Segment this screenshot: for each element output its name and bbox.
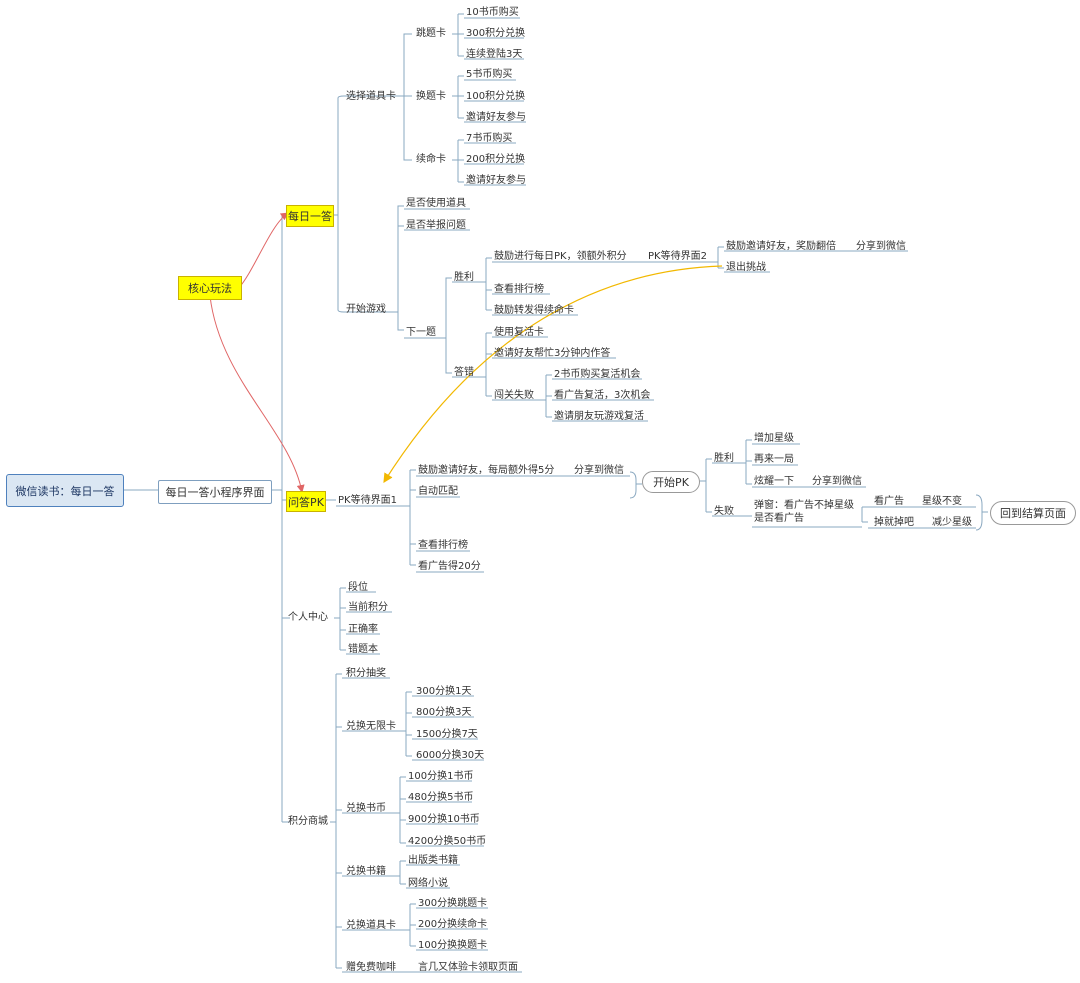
skip-item[interactable]: 10书币购买 <box>466 7 519 18</box>
friend-help-node[interactable]: 邀请好友帮忙3分钟内作答 <box>494 348 611 359</box>
swap-item[interactable]: 5书币购买 <box>466 69 513 80</box>
personal-item[interactable]: 段位 <box>348 582 368 593</box>
revive-card-node[interactable]: 使用复活卡 <box>494 327 544 338</box>
vip-item[interactable]: 6000分换30天 <box>416 750 485 761</box>
coin-item[interactable]: 100分换1书币 <box>408 771 474 782</box>
quit-node[interactable]: 退出挑战 <box>726 262 766 273</box>
props-node[interactable]: 选择道具卡 <box>346 91 396 102</box>
card-item[interactable]: 100分换换题卡 <box>418 940 488 951</box>
personal-item[interactable]: 当前积分 <box>348 602 388 613</box>
win-node[interactable]: 胜利 <box>454 272 474 283</box>
skip-item[interactable]: 300积分兑换 <box>466 28 526 39</box>
rank-node[interactable]: 查看排行榜 <box>494 284 544 295</box>
fail-item[interactable]: 邀请朋友玩游戏复活 <box>554 411 644 422</box>
points-mall-node[interactable]: 积分商城 <box>288 816 328 827</box>
ad-popup-node[interactable]: 弹窗：看广告不掉星级 是否看广告 <box>754 500 854 524</box>
core-to-daily-arrow <box>237 212 289 290</box>
vip-item[interactable]: 300分换1天 <box>416 686 472 697</box>
auto-match-node[interactable]: 自动匹配 <box>418 486 458 497</box>
use-props-node[interactable]: 是否使用道具 <box>406 198 466 209</box>
personal-item[interactable]: 正确率 <box>348 624 378 635</box>
encourage-pk-node[interactable]: 鼓励进行每日PK，领额外积分 <box>494 251 627 262</box>
swap-item[interactable]: 100积分兑换 <box>466 91 526 102</box>
coffee-item[interactable]: 言几又体验卡领取页面 <box>418 962 518 973</box>
skip-item[interactable]: 连续登陆3天 <box>466 49 523 60</box>
pk-rank-node[interactable]: 查看排行榜 <box>418 540 468 551</box>
keep-star-node[interactable]: 星级不变 <box>922 496 962 507</box>
quit-to-pk-arrow <box>383 265 723 484</box>
skip-card-node[interactable]: 跳题卡 <box>416 28 446 39</box>
pk-win-item[interactable]: 再来一局 <box>754 454 794 465</box>
pk-node[interactable]: 问答PK <box>286 491 326 512</box>
vip-item[interactable]: 800分换3天 <box>416 707 472 718</box>
start-game-node[interactable]: 开始游戏 <box>346 304 386 315</box>
pk-win-item[interactable]: 炫耀一下 <box>754 476 794 487</box>
tree-connectors <box>122 13 988 973</box>
root-node[interactable]: 微信读书：每日一答 <box>6 474 124 507</box>
vip-node[interactable]: 兑换无限卡 <box>346 721 396 732</box>
core-to-pk-arrow <box>209 295 305 493</box>
forward-node[interactable]: 鼓励转发得续命卡 <box>494 305 574 316</box>
pk-wait1-node[interactable]: PK等待界面1 <box>338 495 397 506</box>
daily-node[interactable]: 每日一答 <box>286 205 334 227</box>
fail-item[interactable]: 2书币购买复活机会 <box>554 369 641 380</box>
vip-item[interactable]: 1500分换7天 <box>416 729 478 740</box>
card-item[interactable]: 300分换跳题卡 <box>418 898 488 909</box>
lottery-node[interactable]: 积分抽奖 <box>346 668 386 679</box>
pk-wait2-node[interactable]: PK等待界面2 <box>648 251 707 262</box>
watch-ad-node[interactable]: 看广告 <box>874 496 904 507</box>
core-gameplay-node[interactable]: 核心玩法 <box>178 276 242 300</box>
pk-win-share[interactable]: 分享到微信 <box>812 476 862 487</box>
pk-ad-node[interactable]: 看广告得20分 <box>418 561 481 572</box>
coffee-node[interactable]: 赠免费咖啡 <box>346 962 396 973</box>
coin-node[interactable]: 兑换书币 <box>346 803 386 814</box>
invite-double-node[interactable]: 鼓励邀请好友，奖励翻倍 <box>726 241 836 252</box>
wrong-node[interactable]: 答错 <box>454 367 474 378</box>
pk-win-item[interactable]: 增加星级 <box>754 433 794 444</box>
life-card-node[interactable]: 续命卡 <box>416 154 446 165</box>
life-item[interactable]: 7书币购买 <box>466 133 513 144</box>
card-node[interactable]: 兑换道具卡 <box>346 920 396 931</box>
fail-node[interactable]: 闯关失败 <box>494 390 534 401</box>
life-item[interactable]: 邀请好友参与 <box>466 175 526 186</box>
pk-win-node[interactable]: 胜利 <box>714 453 734 464</box>
coin-item[interactable]: 900分换10书币 <box>408 814 480 825</box>
swap-card-node[interactable]: 换题卡 <box>416 91 446 102</box>
personal-center-node[interactable]: 个人中心 <box>288 612 328 623</box>
fail-item[interactable]: 看广告复活，3次机会 <box>554 390 651 401</box>
next-question-node[interactable]: 下一题 <box>406 327 436 338</box>
coin-item[interactable]: 4200分换50书币 <box>408 836 487 847</box>
report-node[interactable]: 是否举报问题 <box>406 220 466 231</box>
book-node[interactable]: 兑换书籍 <box>346 866 386 877</box>
back-settlement-node[interactable]: 回到结算页面 <box>990 501 1076 525</box>
pk-invite-node[interactable]: 鼓励邀请好友，每局额外得5分 <box>418 465 555 476</box>
drop-node[interactable]: 掉就掉吧 <box>874 517 914 528</box>
reduce-star-node[interactable]: 减少星级 <box>932 517 972 528</box>
book-item[interactable]: 网络小说 <box>408 878 448 889</box>
start-pk-node[interactable]: 开始PK <box>642 471 700 493</box>
swap-item[interactable]: 邀请好友参与 <box>466 112 526 123</box>
pk-lose-node[interactable]: 失败 <box>714 506 734 517</box>
book-item[interactable]: 出版类书籍 <box>408 855 458 866</box>
card-item[interactable]: 200分换续命卡 <box>418 919 488 930</box>
personal-item[interactable]: 错题本 <box>348 644 378 655</box>
pk-share-node[interactable]: 分享到微信 <box>574 465 624 476</box>
share-wechat-node[interactable]: 分享到微信 <box>856 241 906 252</box>
app-node[interactable]: 每日一答小程序界面 <box>158 480 272 504</box>
coin-item[interactable]: 480分换5书币 <box>408 792 474 803</box>
life-item[interactable]: 200积分兑换 <box>466 154 526 165</box>
